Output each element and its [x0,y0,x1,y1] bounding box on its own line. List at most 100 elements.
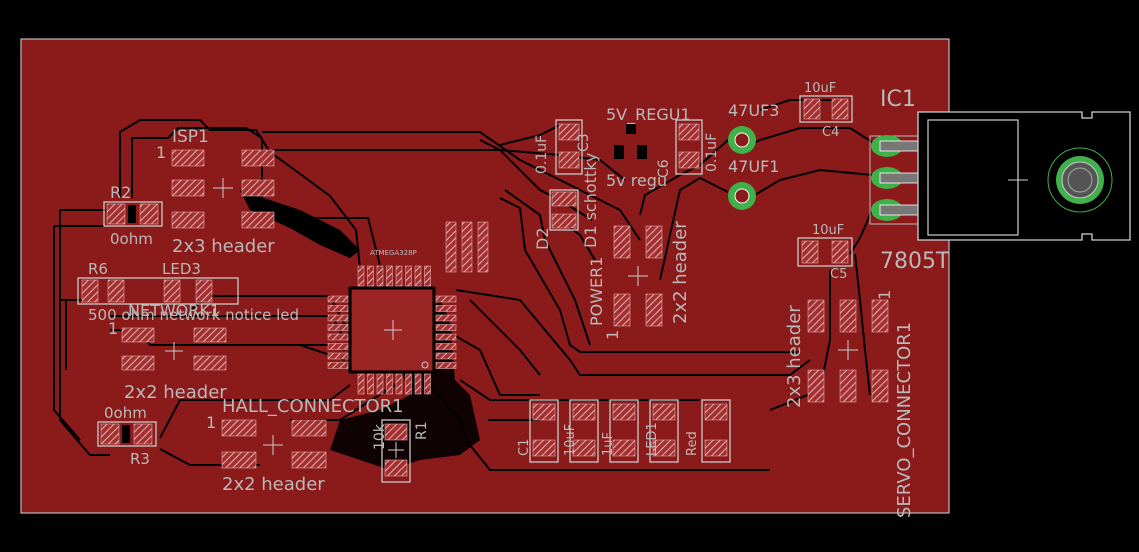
label-pin1-network: 1 [108,319,118,338]
label-10uf-bottom: 10uF [563,424,578,456]
mcu-pin [435,333,457,341]
mcu-pin [386,373,393,395]
silkscreen-labels: ISP1 1 R2 0ohm 2x3 header R6 LED3 NETWOR… [88,81,950,495]
label-regu: 5V_REGU1 [606,105,691,125]
header-2x2-mid[interactable] [121,327,227,371]
hall-connector[interactable] [221,419,327,469]
mcu-pads [327,265,457,395]
label-c4: C4 [822,125,839,140]
resistor-r3[interactable] [97,421,157,447]
label-cap-01uf-a: 0.1uF [534,135,550,174]
isp-header[interactable] [171,149,275,229]
mcu-pin [376,373,384,395]
label-hall: HALL_CONNECTOR1 [222,396,404,417]
label-pin1-servo: 1 [875,290,894,300]
mcu-pin [357,373,365,395]
label-47uf3: 47UF3 [728,101,779,120]
rotated-labels: 0.1uF C3 C6 0.1uF D1 schottky D2 POWER1 … [517,133,915,518]
mcu-pin [405,265,412,287]
bottom-passives[interactable] [529,399,731,463]
mcu-pin [395,373,403,395]
label-r2-value: 0ohm [110,230,153,248]
mcu-pin [367,265,374,287]
electrolytic-caps[interactable] [728,126,756,210]
mcu-pin [435,352,457,360]
label-c5-value: 10uF [812,223,844,238]
mcu-pin [414,265,422,287]
board-outline [20,38,950,514]
mcu-pin [367,373,374,395]
mcu-pin [435,314,457,322]
regulator-section[interactable] [549,119,703,231]
label-ic1: IC1 [880,87,916,112]
mcu-atmega328p[interactable] [348,286,436,374]
label-c4-value: 10uF [804,81,836,96]
mcu-pin [357,265,365,287]
label-network-value: 500 ohm network notice led [88,306,299,324]
mcu-pin [327,362,349,369]
label-c1-rot: C1 [517,439,532,456]
mcu-pin [405,373,412,395]
mcu-pin [435,324,457,331]
label-r6: R6 [88,260,108,278]
mcu-pin [435,362,457,369]
label-1uf-bottom: 1uF [601,432,616,456]
mcu-pin [327,305,349,312]
network-resistor-led[interactable] [77,277,239,305]
mcu-pin [386,265,393,287]
mcu-pin [435,295,457,303]
label-header-2x3-left: 2x3 header [172,236,275,257]
label-header-2x3-right: 2x3 header [784,305,805,408]
label-r1: R1 [414,421,430,440]
ground-pour [330,300,480,470]
resistor-r2[interactable] [103,201,163,227]
resistor-r1[interactable] [381,419,411,483]
label-mcu: ATMEGA328P [370,249,417,257]
label-header-2x2-bottom: 2x2 header [222,474,325,495]
capacitor-c4[interactable] [799,95,853,123]
label-r3-value: 0ohm [104,404,147,422]
label-c5: C5 [830,267,847,282]
label-47uf1: 47UF1 [728,157,779,176]
mcu-pin [327,314,349,322]
mcu-pin [327,324,349,331]
mcu-pin [424,373,431,395]
mcu-pin [327,295,349,303]
mcu-pin [327,343,349,350]
label-power: POWER1 [587,257,606,326]
label-pin1: 1 [156,143,166,162]
servo-connector[interactable] [807,299,889,403]
mcu-pin [376,265,384,287]
label-schottky: D1 schottky [581,153,600,248]
regulator-ic1[interactable] [869,111,1131,241]
mcu-pin [435,343,457,350]
mcu-pin [424,265,431,287]
label-network: NETWORK1 [128,301,220,320]
label-isp: ISP1 [172,127,209,147]
label-red: Red [685,431,700,456]
crystal-pads[interactable] [445,221,489,273]
label-regu-value: 5v regu [606,171,667,190]
label-r2: R2 [110,183,131,202]
label-c3: C3 [576,133,592,152]
label-pin1-power: 1 [603,330,622,340]
label-led3: LED3 [162,260,201,278]
label-c6: C6 [656,159,672,178]
label-d2: D2 [533,228,552,251]
mcu-pin [414,373,422,395]
mcu-pin [327,352,349,360]
label-cap-01uf-b: 0.1uF [704,133,720,172]
label-header-2x2-mid: 2x2 header [124,382,227,403]
capacitor-c5[interactable] [797,237,853,267]
label-header-2x2-power: 2x2 header [670,221,691,324]
label-ic-part: 7805T [880,249,950,274]
power-header[interactable] [613,225,663,327]
mcu-pin [395,265,403,287]
mcu-pin [435,305,457,312]
label-servo: SERVO_CONNECTOR1 [894,322,915,518]
mcu-pin [327,333,349,341]
label-pin1-hall: 1 [206,413,216,432]
label-r1-value: 10k [372,423,388,450]
label-led1: LED1 [645,422,660,456]
